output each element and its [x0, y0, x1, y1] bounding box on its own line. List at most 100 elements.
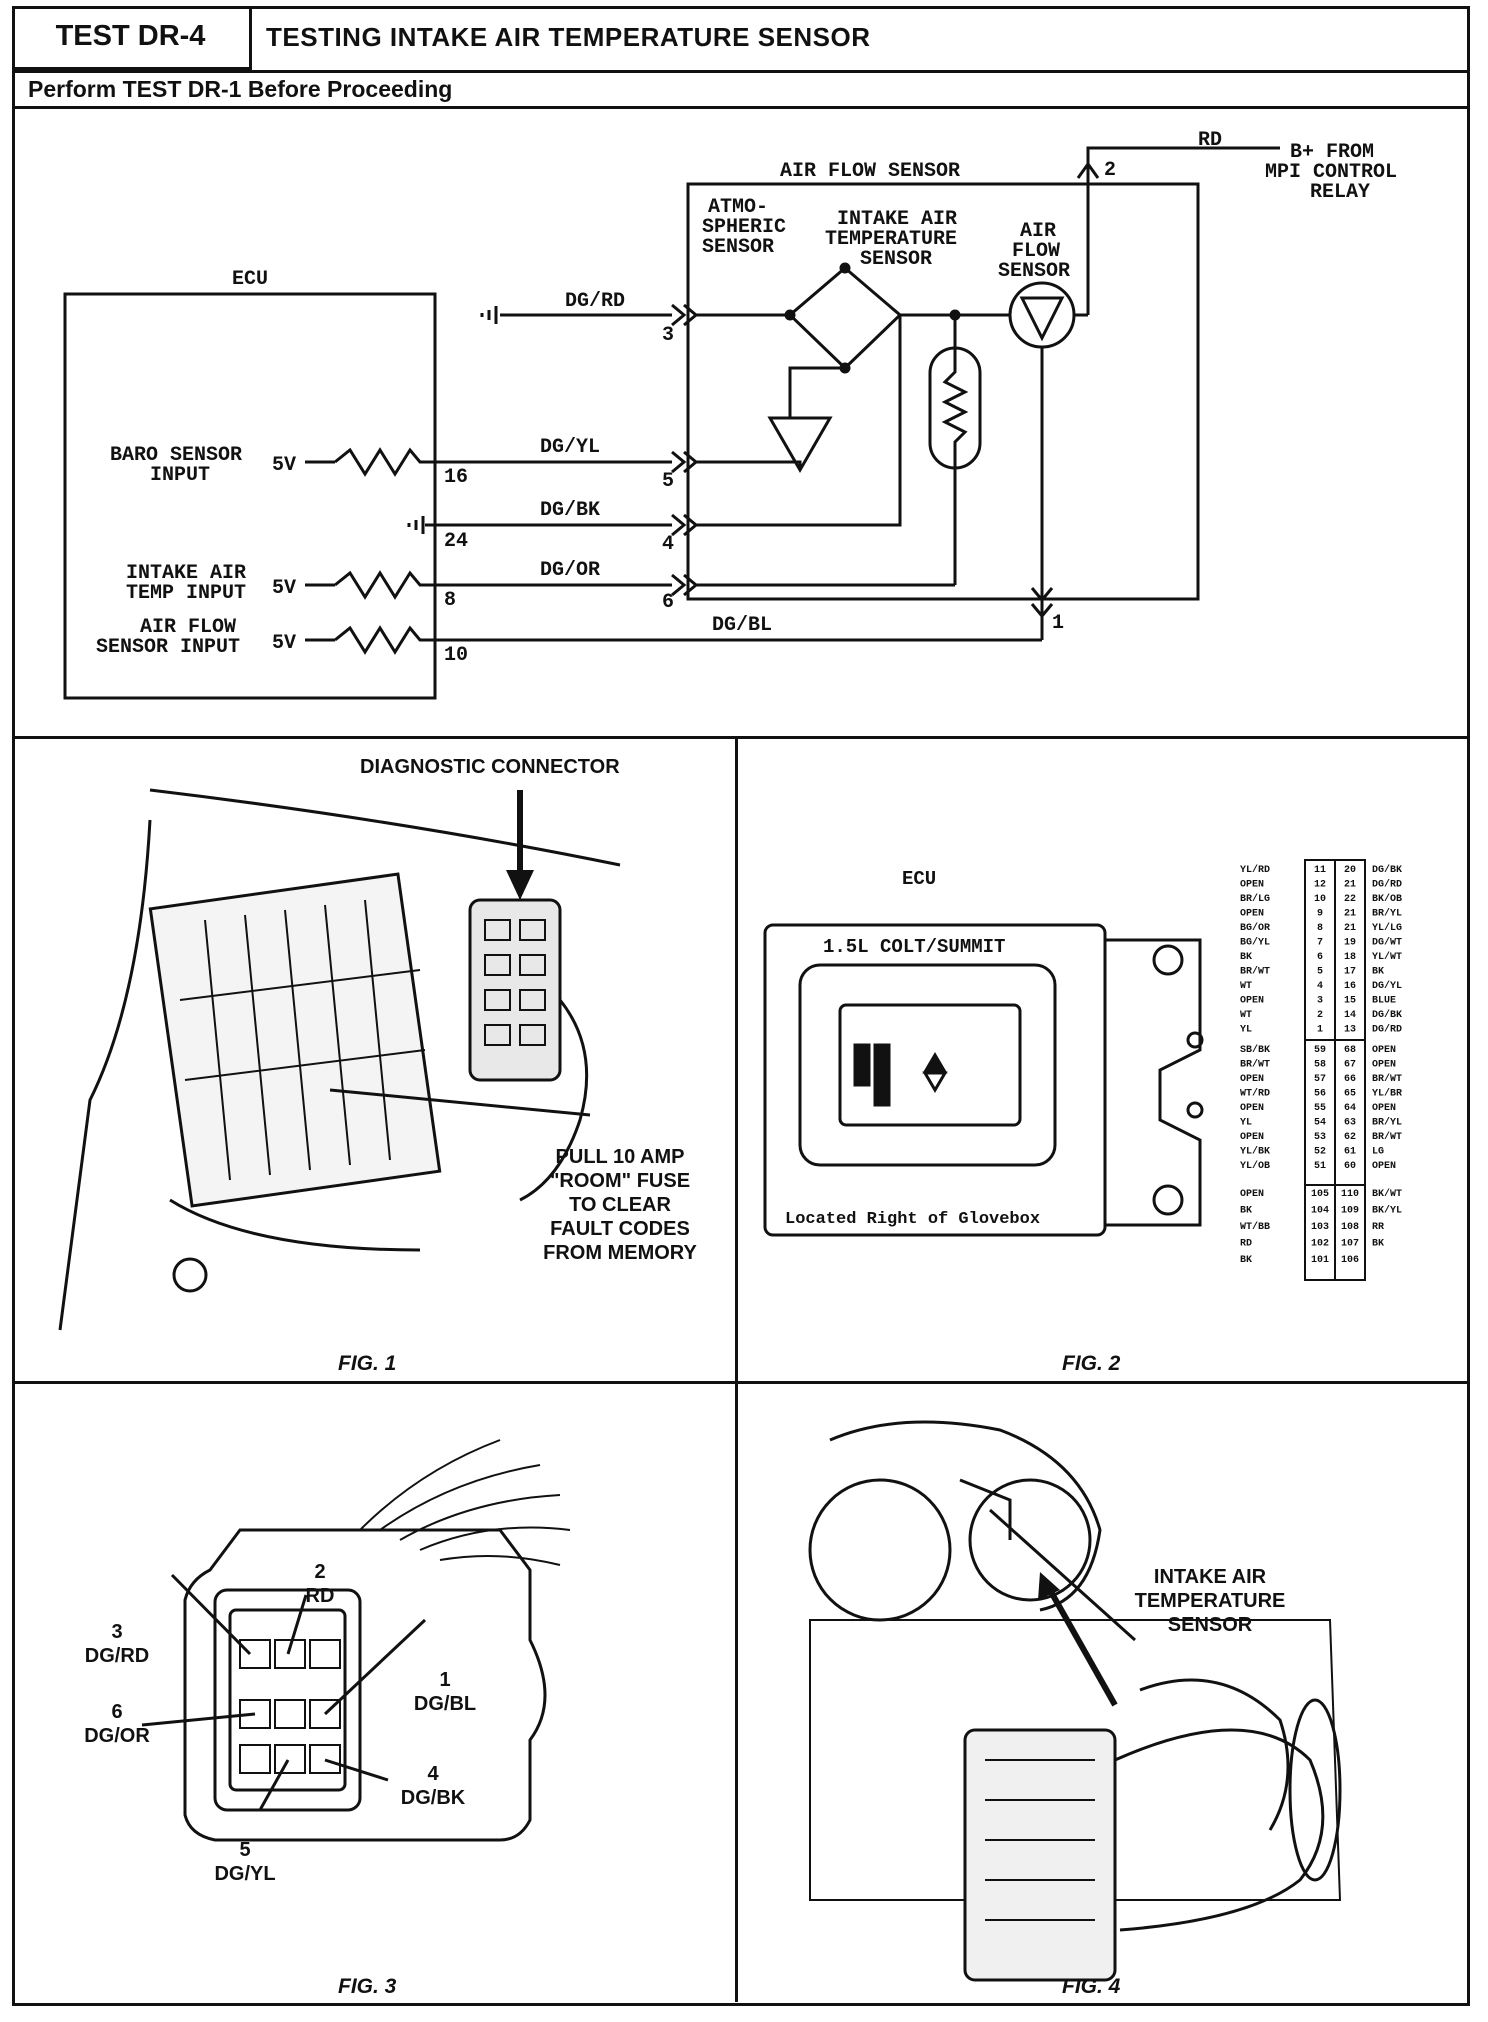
- pin-wire-color: OPEN: [1240, 996, 1264, 1007]
- fig1-diag-connector-label: DIAGNOSTIC CONNECTOR: [360, 756, 620, 778]
- pin-number: 7: [1317, 938, 1323, 949]
- ecu-box: [63, 292, 437, 700]
- fig3-wire-1: DG/BL: [413, 1693, 477, 1715]
- fig3-wire-5: DG/YL: [214, 1863, 276, 1885]
- pin-number: 9: [1317, 909, 1323, 920]
- ecu-pin-8: 8: [444, 589, 456, 612]
- pin-5: 5: [662, 470, 674, 493]
- pin-wire-color: DG/RD: [1372, 879, 1402, 891]
- pin-number: 110: [1341, 1189, 1359, 1200]
- pin-wire-color: DG/YL: [1372, 980, 1402, 992]
- panel-divider-1: [12, 736, 1470, 739]
- pin-wire-color: LG: [1372, 1147, 1384, 1158]
- fig2-pinout: [1304, 859, 1366, 1281]
- pin-number: 2: [1317, 1010, 1323, 1021]
- panel-divider-v: [735, 736, 738, 2002]
- pin-wire-color: BK: [1240, 1206, 1252, 1217]
- pin-wire-color: OPEN: [1372, 1045, 1396, 1056]
- pin-6: 6: [662, 591, 674, 614]
- pin-wire-color: DG/WT: [1372, 937, 1402, 949]
- pin-number: 62: [1344, 1132, 1356, 1143]
- pin-wire-color: BR/WT: [1240, 1059, 1270, 1071]
- pin-wire-color: SB/BK: [1240, 1044, 1270, 1056]
- wire-1-label: DG/BL: [712, 614, 772, 637]
- pin-wire-color: BLUE: [1372, 996, 1396, 1007]
- fig3-callout-1: 1 DG/BL: [400, 1668, 490, 1716]
- fig1-note: PULL 10 AMP "ROOM" FUSE TO CLEAR FAULT C…: [520, 1145, 720, 1265]
- pin-wire-color: BK: [1372, 1239, 1384, 1250]
- volt-iat: 5V: [272, 577, 296, 600]
- fig1-note-line-1: PULL 10 AMP: [555, 1146, 685, 1168]
- pin-wire-color: BK: [1240, 952, 1252, 963]
- pin-number: 59: [1314, 1045, 1326, 1056]
- pin-wire-color: DG/RD: [1372, 1024, 1402, 1036]
- page-subtitle: Perform TEST DR-1 Before Proceeding: [28, 76, 453, 102]
- fig2-model: 1.5L COLT/SUMMIT: [823, 936, 1005, 958]
- pin-number: 66: [1344, 1074, 1356, 1085]
- baro-label-2: INPUT: [150, 464, 210, 487]
- pin-4: 4: [662, 533, 674, 556]
- pin-number: 16: [1344, 981, 1356, 992]
- pin-number: 105: [1311, 1189, 1329, 1200]
- pin-number: 58: [1314, 1060, 1326, 1071]
- pin-3: 3: [662, 324, 674, 347]
- fig1-illustration: [58, 788, 621, 1331]
- fig3-callout-5: 5 DG/YL: [200, 1838, 290, 1886]
- bplus-label-3: RELAY: [1310, 181, 1370, 204]
- wire-4-label: DG/BK: [540, 499, 600, 522]
- fig3-wire-6: DG/OR: [84, 1725, 150, 1747]
- pin-wire-color: DG/BK: [1372, 1009, 1402, 1021]
- fig3-pin-6: 6: [111, 1701, 123, 1723]
- pin-wire-color: WT: [1240, 1010, 1252, 1021]
- pin-number: 5: [1317, 967, 1323, 978]
- pin-number: 8: [1317, 923, 1323, 934]
- pin-wire-color: BK/OB: [1372, 893, 1402, 905]
- pin-number: 68: [1344, 1045, 1356, 1056]
- pin-wire-color: OPEN: [1372, 1103, 1396, 1114]
- pin-wire-color: BK: [1240, 1255, 1252, 1266]
- fig4-label-3: SENSOR: [1167, 1614, 1253, 1636]
- pin-wire-color: OPEN: [1240, 1132, 1264, 1143]
- pin-number: 21: [1344, 909, 1356, 920]
- fig2-caption: FIG. 2: [1062, 1352, 1121, 1375]
- pin-number: 17: [1344, 967, 1356, 978]
- fig3-wire-4: DG/BK: [400, 1787, 466, 1809]
- fig4-label: INTAKE AIR TEMPERATURE SENSOR: [1110, 1565, 1310, 1637]
- fig3-pin-4: 4: [427, 1763, 439, 1785]
- fig3-callout-2: 2 RD: [300, 1560, 340, 1608]
- fig3-pin-1: 1: [439, 1669, 451, 1691]
- afs-label-3: SENSOR: [998, 260, 1070, 283]
- pin-wire-color: BK/WT: [1372, 1188, 1402, 1200]
- ecu-pin-16: 16: [444, 466, 468, 489]
- pin-wire-color: OPEN: [1372, 1060, 1396, 1071]
- iat-label-2: TEMPERATURE: [825, 228, 957, 251]
- fig1-note-line-4: FAULT CODES: [550, 1218, 690, 1240]
- volt-baro: 5V: [272, 454, 296, 477]
- pin-number: 21: [1344, 923, 1356, 934]
- fig3-callout-4: 4 DG/BK: [388, 1762, 478, 1810]
- pin-wire-color: YL/RD: [1240, 864, 1270, 876]
- pin-number: 11: [1314, 865, 1326, 876]
- pin-wire-color: WT: [1240, 981, 1252, 992]
- pin-wire-color: RD: [1240, 1239, 1252, 1250]
- pin-number: 51: [1314, 1161, 1326, 1172]
- iat-input-label-2: TEMP INPUT: [126, 582, 246, 605]
- fig3-pin-3: 3: [111, 1621, 123, 1643]
- pin-wire-color: BK: [1372, 967, 1384, 978]
- baro-label-1: BARO SENSOR: [110, 444, 242, 467]
- pin-wire-color: BG/OR: [1240, 922, 1270, 934]
- pin-wire-color: DG/BK: [1372, 864, 1402, 876]
- page-frame: [12, 6, 1470, 2006]
- pin-number: 103: [1311, 1222, 1329, 1233]
- page-title: TESTING INTAKE AIR TEMPERATURE SENSOR: [266, 22, 871, 52]
- ecu-pin-24: 24: [444, 530, 468, 553]
- ground-symbol-1: [480, 306, 498, 324]
- iat-input-label-1: INTAKE AIR: [126, 562, 246, 585]
- afs-input-label-2: SENSOR INPUT: [96, 636, 240, 659]
- pin-wire-color: OPEN: [1240, 1103, 1264, 1114]
- pin-number: 6: [1317, 952, 1323, 963]
- panel-divider-2: [12, 1381, 1470, 1384]
- pin-number: 107: [1341, 1239, 1359, 1250]
- wire-6-label: DG/OR: [540, 559, 600, 582]
- fig4-engine: [808, 1420, 1342, 1982]
